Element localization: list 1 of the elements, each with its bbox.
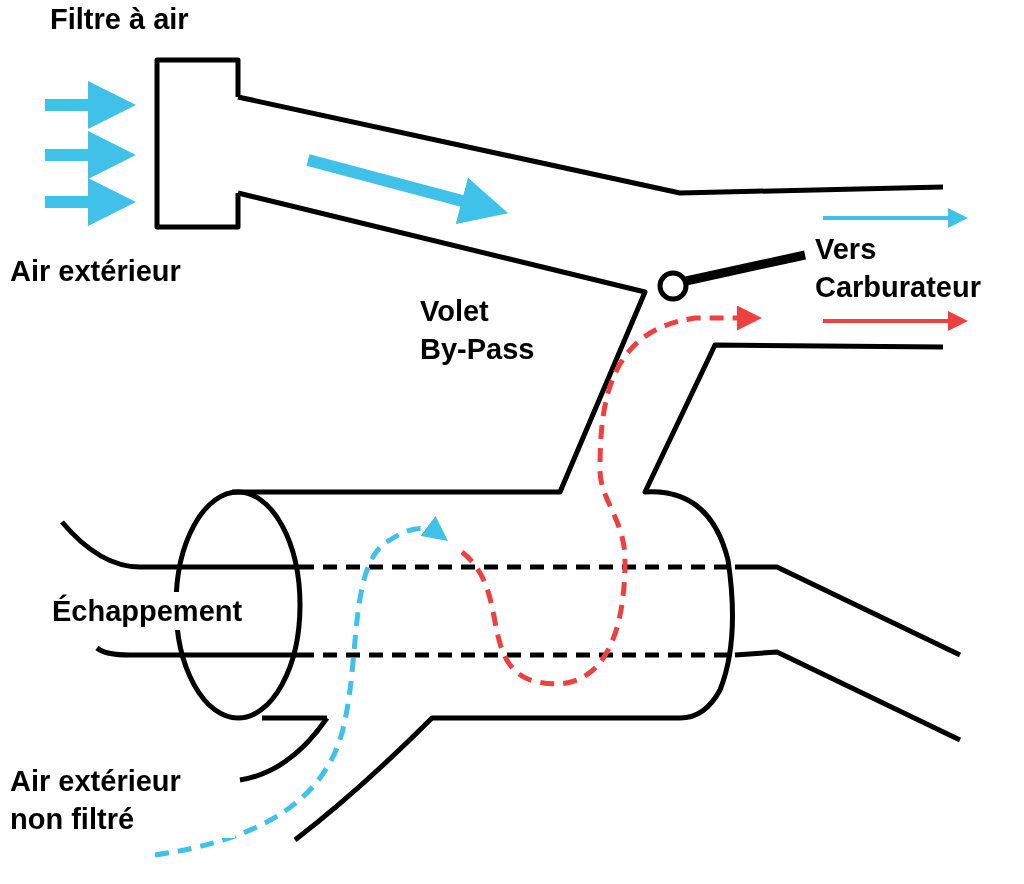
part-label: Échappement — [52, 592, 243, 630]
